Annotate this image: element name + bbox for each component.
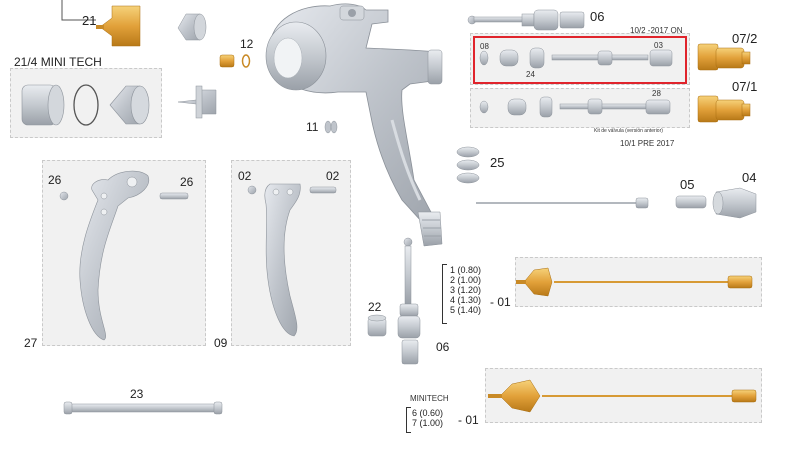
label-23: 23 — [130, 387, 144, 401]
label-26-left: 26 — [48, 173, 62, 187]
part-23-rod — [63, 401, 223, 415]
trigger-27 — [59, 170, 189, 341]
minitech-size-item: 6 (0.60) — [412, 408, 444, 418]
part-11-washers — [324, 120, 338, 134]
fluid-nozzle-grey — [177, 85, 217, 119]
nozzle-size-item: 4 (1.30) — [450, 295, 482, 305]
label-valve-kit-note: Kit de válvula (versión anterior) — [594, 128, 663, 134]
label-minitech: MINITECH — [410, 394, 449, 403]
fluid-adjust-06-top — [467, 9, 585, 31]
label-07-2: 07/2 — [732, 31, 758, 46]
nozzle-size-item: 3 (1.20) — [450, 285, 482, 295]
o-ring — [73, 84, 99, 126]
label-12: 12 — [240, 37, 254, 51]
trigger-09 — [247, 183, 337, 337]
label-27: 27 — [24, 336, 38, 350]
label-06-top: 06 — [590, 9, 605, 24]
needle-05-04 — [476, 187, 757, 219]
air-cap-21 — [96, 5, 141, 47]
label-03: 03 — [654, 41, 663, 50]
label-11: 11 — [306, 120, 319, 134]
label-02-right: 02 — [326, 169, 340, 183]
label-05: 05 — [680, 177, 695, 192]
part-12-ring — [241, 54, 251, 68]
mini-tech-cap — [109, 85, 150, 125]
part-12-seal — [219, 54, 235, 68]
nozzle-size-item: 1 (0.80) — [450, 265, 482, 275]
part-25-springs — [456, 146, 480, 184]
label-07-1: 07/1 — [732, 79, 758, 94]
mini-tech-ring-large — [21, 84, 65, 126]
needle-nozzle-01 — [516, 267, 753, 297]
spray-gun-body — [265, 3, 443, 247]
label-25: 25 — [490, 155, 505, 170]
minitech-size-item: 7 (1.00) — [412, 418, 444, 428]
label-24: 24 — [526, 70, 535, 79]
nozzle-size-item: 2 (1.00) — [450, 275, 482, 285]
label-08: 08 — [480, 42, 489, 51]
air-cap-grey-small — [177, 13, 207, 41]
nozzle-size-list-standard: 1 (0.80)2 (1.00)3 (1.20)4 (1.30)5 (1.40) — [450, 265, 481, 315]
part-22-nut — [367, 314, 387, 337]
label-mini-tech: 21/4 MINI TECH — [14, 55, 102, 69]
label-04: 04 — [742, 170, 757, 185]
label-22: 22 — [368, 300, 382, 314]
fluid-adjust-06-bottom — [397, 237, 421, 365]
minitech-needle-nozzle-01 — [488, 379, 757, 413]
sizes-brace-minitech — [406, 407, 411, 433]
nozzle-size-item: 5 (1.40) — [450, 305, 482, 315]
label-28: 28 — [652, 89, 661, 98]
highlight-box — [473, 36, 687, 84]
label-21: 21 — [82, 13, 97, 28]
nozzle-size-list-minitech: 6 (0.60)7 (1.00) — [412, 408, 443, 428]
label-01-a: - 01 — [490, 295, 511, 309]
label-02-left: 02 — [238, 169, 252, 183]
label-26-right: 26 — [180, 175, 194, 189]
sizes-brace-standard — [442, 264, 447, 324]
valve-kit-pre2017-parts — [479, 96, 671, 118]
label-06-bottom: 06 — [436, 340, 450, 354]
label-version-2017-on: 10/2 -2017 ON — [630, 26, 683, 35]
air-valve-07-1 — [697, 95, 751, 123]
label-09: 09 — [214, 336, 228, 350]
label-01-b: - 01 — [458, 413, 479, 427]
air-valve-07-2 — [697, 43, 751, 71]
valve-kit-2017-parts — [479, 47, 673, 69]
label-version-pre-2017: 10/1 PRE 2017 — [620, 139, 675, 148]
